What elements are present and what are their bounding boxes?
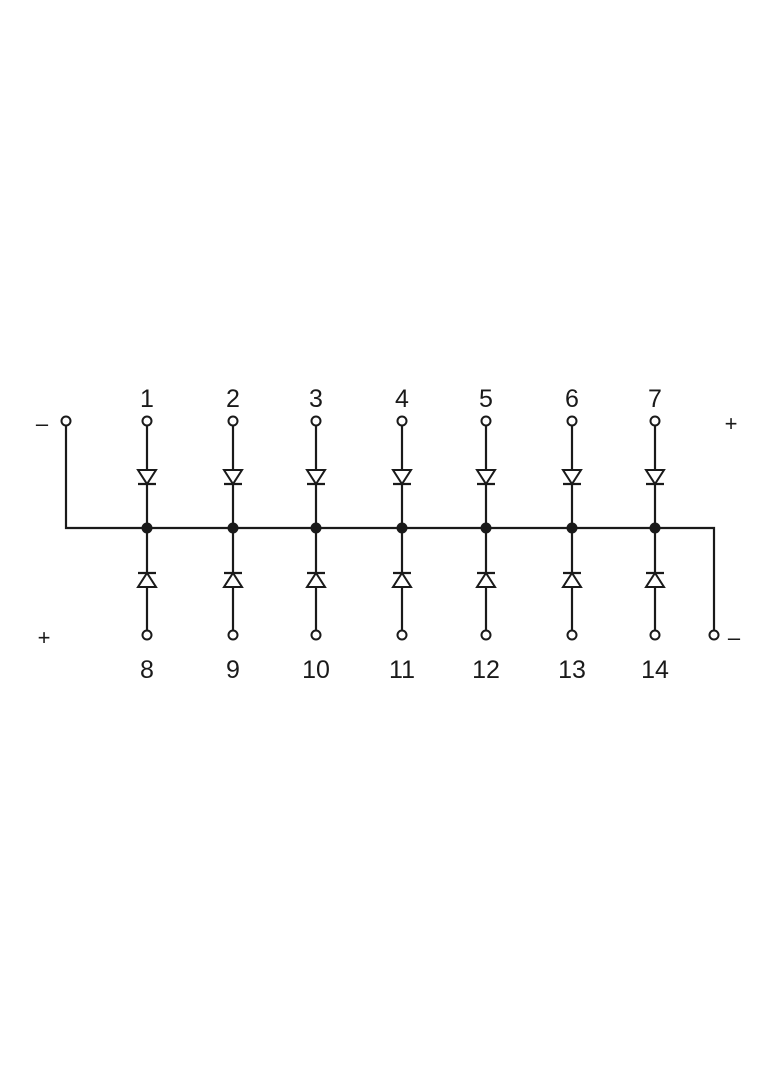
junction-7 xyxy=(649,522,661,534)
diode-top-4 xyxy=(391,469,413,486)
components xyxy=(60,415,720,641)
pin-label-bottom: 13 xyxy=(558,656,586,684)
terminal-bottom-1 xyxy=(141,629,153,641)
diode-top-1 xyxy=(136,469,158,486)
diode-bottom-3-triangle xyxy=(305,571,327,588)
diode-bottom-6-triangle xyxy=(561,571,583,588)
pin-label-bottom: 12 xyxy=(472,656,500,684)
diode-bottom-1-triangle xyxy=(136,571,158,588)
pin-label-bottom: 8 xyxy=(140,656,154,684)
terminal-top-5 xyxy=(480,415,492,427)
diode-top-2 xyxy=(222,469,244,486)
diode-top-6-triangle xyxy=(561,469,583,486)
terminal-bottom-2 xyxy=(227,629,239,641)
wiring xyxy=(64,425,716,631)
diode-top-3-triangle xyxy=(305,469,327,486)
diode-bottom-1 xyxy=(136,571,158,588)
pin-label-top: 1 xyxy=(140,385,154,413)
diode-top-4-triangle xyxy=(391,469,413,486)
diode-bottom-5-triangle xyxy=(475,571,497,588)
pin-label-bottom: 9 xyxy=(226,656,240,684)
common-bus xyxy=(64,426,716,630)
pin-label-bottom: 10 xyxy=(302,656,330,684)
diode-bottom-7-triangle xyxy=(644,571,666,588)
polarity-top-right: + xyxy=(725,411,738,436)
terminal-top-7 xyxy=(649,415,661,427)
diode-top-7-triangle xyxy=(644,469,666,486)
junction-5 xyxy=(480,522,492,534)
diode-bottom-3 xyxy=(305,571,327,588)
polarity-bottom-left: + xyxy=(38,625,51,650)
junction-1 xyxy=(141,522,153,534)
diode-top-3 xyxy=(305,469,327,486)
terminal-top-1 xyxy=(141,415,153,427)
terminal-bottom-6 xyxy=(566,629,578,641)
labels: – + + – 1 8 2 9 3 10 4 11 5 12 6 13 7 14 xyxy=(36,385,741,684)
terminal-top-4 xyxy=(396,415,408,427)
pin-label-bottom: 14 xyxy=(641,656,669,684)
diode-bottom-5 xyxy=(475,571,497,588)
junction-4 xyxy=(396,522,408,534)
diode-top-6 xyxy=(561,469,583,486)
terminal-bottom-3 xyxy=(310,629,322,641)
terminal-right-minus xyxy=(708,629,720,641)
diode-top-1-triangle xyxy=(136,469,158,486)
diode-bottom-7 xyxy=(644,571,666,588)
terminal-left-minus xyxy=(60,415,72,427)
diode-bottom-4 xyxy=(391,571,413,588)
diode-bottom-2 xyxy=(222,571,244,588)
junction-2 xyxy=(227,522,239,534)
diode-bottom-2-triangle xyxy=(222,571,244,588)
diode-top-7 xyxy=(644,469,666,486)
diode-top-2-triangle xyxy=(222,469,244,486)
terminal-top-6 xyxy=(566,415,578,427)
terminal-bottom-5 xyxy=(480,629,492,641)
diode-bottom-4-triangle xyxy=(391,571,413,588)
terminal-bottom-7 xyxy=(649,629,661,641)
diode-top-5 xyxy=(475,469,497,486)
terminal-top-2 xyxy=(227,415,239,427)
pin-label-top: 5 xyxy=(479,385,493,413)
diode-top-5-triangle xyxy=(475,469,497,486)
pin-label-bottom: 11 xyxy=(389,656,415,684)
pin-label-top: 2 xyxy=(226,385,240,413)
pin-label-top: 7 xyxy=(648,385,662,413)
junction-3 xyxy=(310,522,322,534)
pin-label-top: 4 xyxy=(395,385,409,413)
junction-6 xyxy=(566,522,578,534)
diode-bottom-6 xyxy=(561,571,583,588)
pin-label-top: 3 xyxy=(309,385,323,413)
polarity-bottom-right: – xyxy=(728,625,741,650)
terminal-bottom-4 xyxy=(396,629,408,641)
polarity-top-left: – xyxy=(36,411,49,436)
pin-label-top: 6 xyxy=(565,385,579,413)
terminal-top-3 xyxy=(310,415,322,427)
